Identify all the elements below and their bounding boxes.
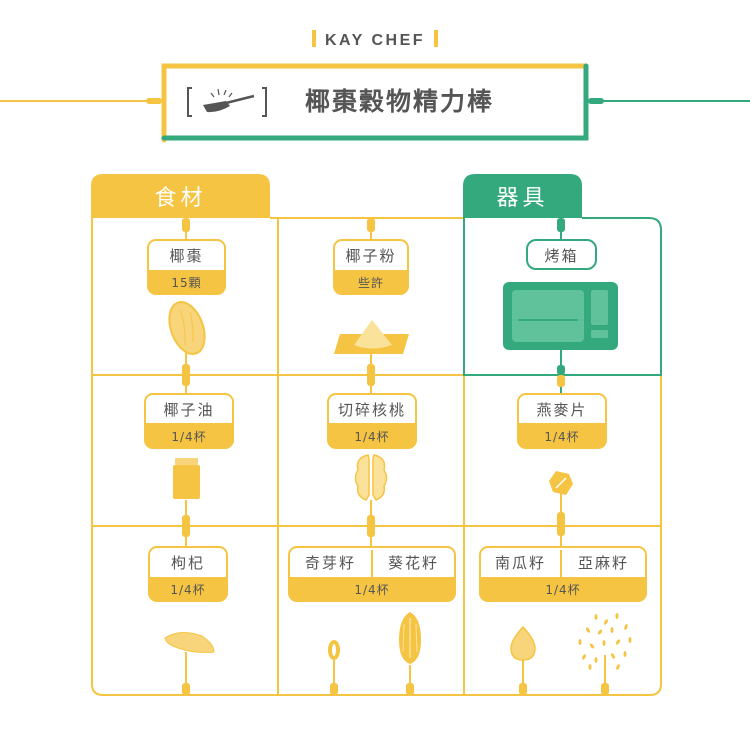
brand-bar-right — [434, 30, 439, 47]
ingredient-qty: 些許 — [357, 276, 384, 290]
ingredients-tab — [91, 174, 270, 218]
ingredients-tab-label: 食材 — [154, 186, 207, 211]
brand-label: KAY CHEF — [0, 30, 750, 50]
ingredient-name: 椰棗 — [169, 247, 204, 265]
ingredient-name: 奇芽籽 — [304, 554, 356, 572]
ingredient-qty: 1/4杯 — [545, 583, 581, 597]
ingredient-qty: 1/4杯 — [354, 430, 390, 444]
title-connector-left — [0, 98, 162, 104]
tools-tab-label: 器具 — [496, 186, 549, 211]
ingredient-qty: 1/4杯 — [354, 583, 390, 597]
ingredient-name: 葵花籽 — [387, 554, 439, 572]
ingredient-qty: 1/4杯 — [170, 583, 206, 597]
tools-tab — [463, 174, 582, 218]
ingredient-qty: 1/4杯 — [171, 430, 207, 444]
ingredient-name: 枸杞 — [170, 554, 205, 572]
frying-pan-icon — [187, 87, 267, 117]
title-frame — [161, 63, 589, 143]
ingredient-name: 椰子油 — [163, 401, 215, 419]
tool-name: 烤箱 — [544, 247, 579, 265]
ingredient-qty: 1/4杯 — [544, 430, 580, 444]
ingredient-name: 亞麻籽 — [577, 554, 629, 572]
sunflower-seed-icon — [399, 612, 421, 664]
ingredient-name: 南瓜籽 — [494, 554, 546, 572]
goji-berry-icon — [164, 632, 215, 653]
coconut-oil-jar-icon — [173, 458, 200, 499]
recipe-title: 椰棗穀物精力棒 — [305, 87, 495, 116]
pumpkin-seed-icon — [510, 625, 536, 661]
coconut-powder-icon — [334, 320, 409, 354]
walnut-icon — [354, 454, 388, 501]
ingredient-name: 燕麥片 — [536, 401, 588, 419]
ingredient-name: 切碎核桃 — [337, 401, 406, 419]
flax-seeds-icon — [578, 613, 632, 670]
label-boxes — [144, 239, 647, 602]
brand-text: KAY CHEF — [324, 32, 426, 49]
oat-flake-icon — [549, 471, 573, 495]
ingredient-qty: 15顆 — [171, 276, 202, 290]
chia-seed-icon — [328, 640, 340, 660]
title-connector-right — [588, 98, 750, 104]
tools-cell — [463, 217, 662, 376]
date-fruit-icon — [168, 301, 206, 355]
brand-bar-left — [311, 30, 316, 47]
oven-icon — [503, 282, 618, 350]
ingredient-name: 椰子粉 — [345, 247, 397, 265]
